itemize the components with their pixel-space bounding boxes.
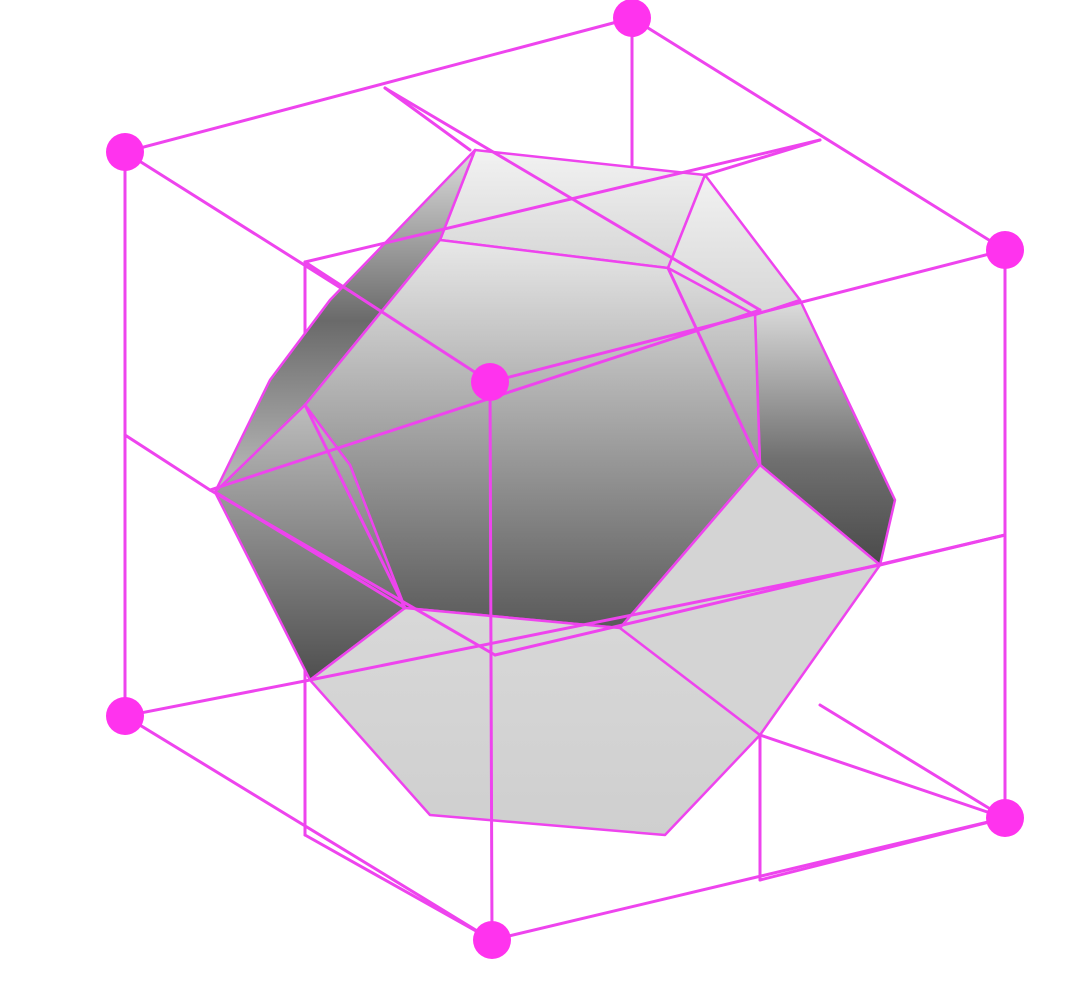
- grid-line: [818, 703, 1007, 820]
- cube-edge: [123, 714, 494, 942]
- grid-line: [493, 533, 1007, 657]
- cube-edge: [488, 248, 1007, 384]
- cube-vertex: [471, 363, 509, 401]
- cube-vertex: [106, 133, 144, 171]
- polyhedron-edge: [303, 403, 407, 610]
- cube-vertices: [106, 0, 1024, 959]
- cube-edge: [630, 16, 1007, 252]
- cube-vertex: [106, 697, 144, 735]
- cube-vertex: [613, 0, 651, 37]
- cube-edge: [488, 380, 494, 942]
- cube-vertex: [986, 799, 1024, 837]
- cube-front-edges: [208, 86, 1007, 942]
- grid-line: [383, 86, 472, 152]
- cube-vertex: [473, 921, 511, 959]
- grid-line: [308, 563, 882, 682]
- grid-line: [123, 433, 212, 492]
- grid-line: [303, 833, 494, 942]
- grid-line: [383, 86, 762, 312]
- grid-line: [208, 488, 497, 657]
- grid-line: [758, 816, 1007, 882]
- grid-line: [303, 138, 822, 264]
- truncated-octahedron: [213, 148, 897, 837]
- cube-edge: [123, 16, 634, 154]
- polyhedron-edge: [666, 266, 762, 467]
- cube-edge: [123, 678, 312, 718]
- cube-edge: [758, 733, 1007, 820]
- grid-line: [303, 260, 492, 384]
- cube-vertex: [986, 231, 1024, 269]
